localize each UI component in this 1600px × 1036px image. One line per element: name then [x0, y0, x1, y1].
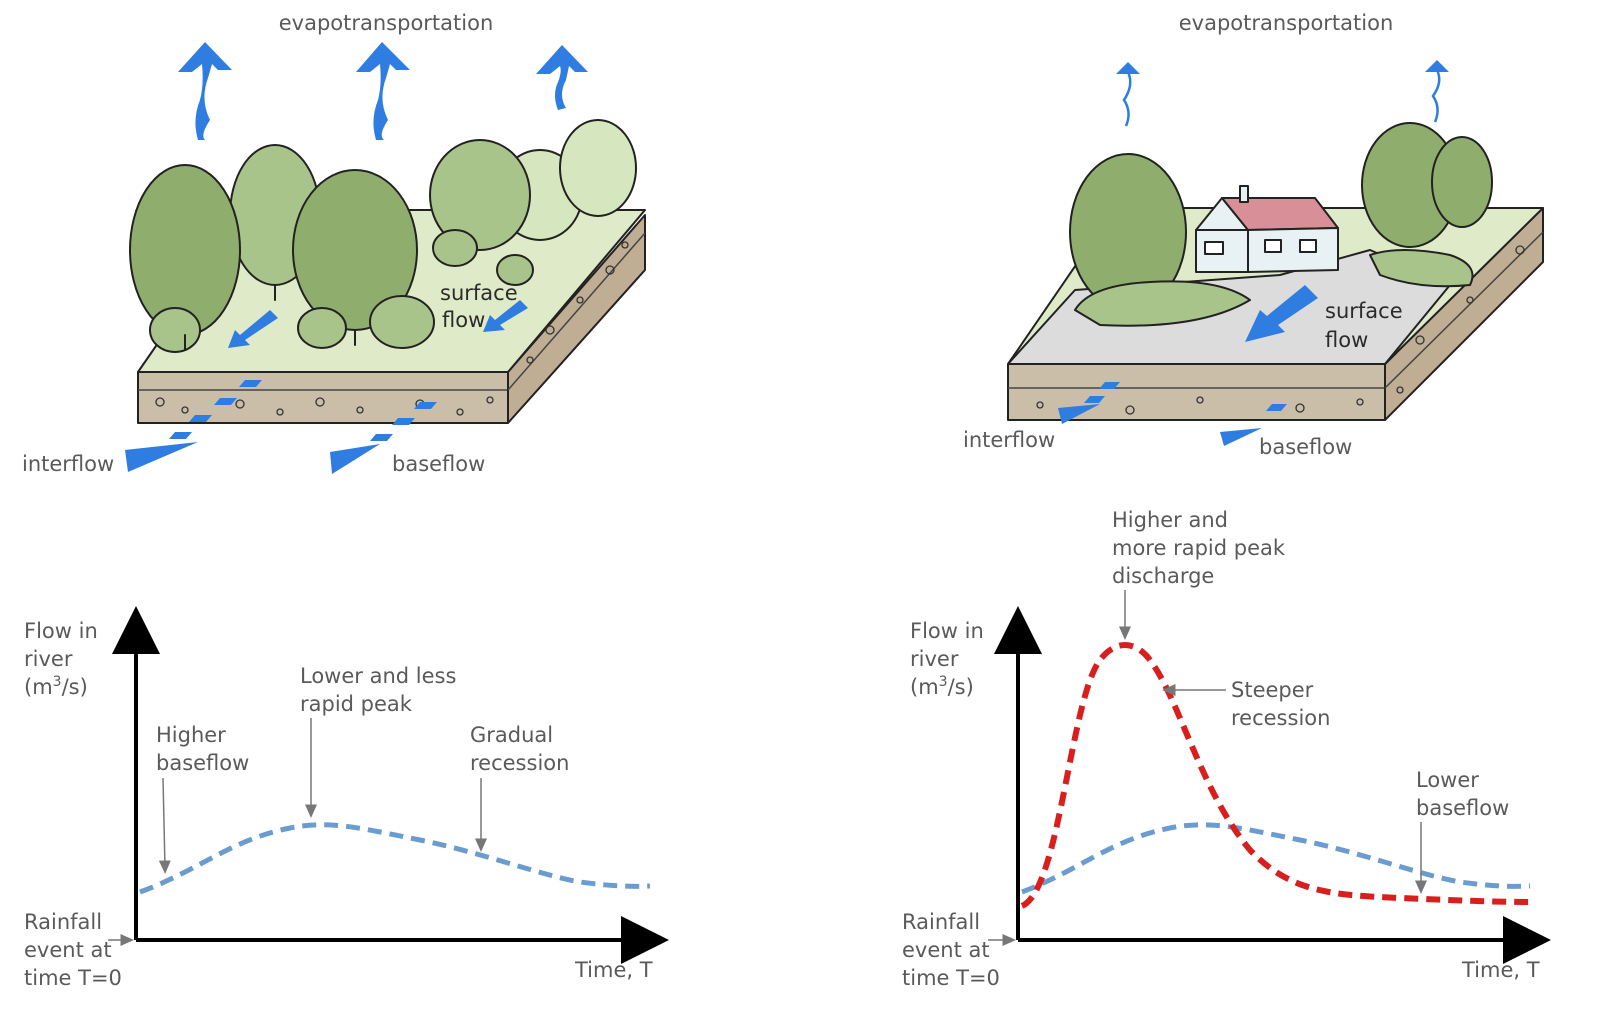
urban-subsurface-arrows — [1058, 382, 1287, 446]
right-ann-baseflow-2: baseflow — [1416, 796, 1509, 820]
right-ann-peak-3: discharge — [1112, 564, 1214, 588]
right-x-label: Time, T — [1461, 958, 1540, 982]
right-ann-peak-2: more rapid peak — [1112, 536, 1286, 560]
right-hydrograph: Flow in river (m3/s) Time, T Rainfall ev… — [902, 508, 1551, 990]
left-forest-curve — [139, 822, 651, 895]
forest-evapo-arrows — [178, 42, 588, 140]
left-y-label-2: river — [24, 647, 73, 671]
right-rain-1: Rainfall — [902, 910, 980, 934]
left-ann-peak-1: Lower and less — [300, 664, 456, 688]
left-rain-1: Rainfall — [24, 910, 102, 934]
urban-trees — [1069, 122, 1493, 327]
forest-surface-flow-label-2: flow — [442, 308, 485, 332]
right-ann-recession-1: Steeper — [1231, 678, 1314, 702]
urban-baseflow-label: baseflow — [1259, 435, 1352, 459]
right-y-label-1: Flow in — [910, 619, 984, 643]
forest-trees — [129, 119, 637, 353]
left-rain-3: time T=0 — [24, 966, 122, 990]
house — [1195, 185, 1339, 273]
left-y-label-1: Flow in — [24, 619, 98, 643]
right-rain-2: event at — [902, 938, 990, 962]
right-rain-3: time T=0 — [902, 966, 1000, 990]
left-ann-recession-1: Gradual — [470, 723, 553, 747]
forest-surface-flow-arrows — [228, 300, 528, 348]
right-ann-recession-2: recession — [1231, 706, 1330, 730]
forest-surface-flow-label-1: surface — [440, 281, 518, 305]
left-rain-2: event at — [24, 938, 112, 962]
forest-evapo-label: evapotransportation — [279, 11, 494, 35]
right-y-label-unit: (m3/s) — [910, 674, 974, 699]
urban-surface-flow-label-2: flow — [1325, 328, 1368, 352]
forest-interflow-label: interflow — [22, 452, 114, 476]
left-ann-peak-2: rapid peak — [300, 692, 413, 716]
right-y-label-2: river — [910, 647, 959, 671]
right-forest-curve — [1021, 822, 1531, 895]
urban-surface-flow-arrow — [1245, 285, 1318, 342]
left-ann-baseflow-2: baseflow — [156, 751, 249, 775]
urban-evapo-arrows — [1116, 60, 1449, 127]
urban-landscape: evapotransportation surface flow interfl… — [963, 11, 1544, 459]
right-ann-baseflow-1: Lower — [1416, 768, 1479, 792]
urban-surface-flow-label-1: surface — [1325, 299, 1403, 323]
forest-baseflow-label: baseflow — [392, 452, 485, 476]
right-ann-peak-1: Higher and — [1112, 508, 1228, 532]
urban-evapo-label: evapotransportation — [1179, 11, 1394, 35]
urban-interflow-label: interflow — [963, 428, 1055, 452]
left-hydrograph: Flow in river (m3/s) Time, T Rainfall ev… — [24, 606, 669, 990]
left-ann-recession-2: recession — [470, 751, 569, 775]
left-ann-baseflow-1: Higher — [156, 723, 226, 747]
left-y-label-unit: (m3/s) — [24, 674, 88, 699]
right-urban-curve — [1020, 642, 1531, 909]
forest-subsurface-arrows — [125, 380, 437, 474]
left-x-label: Time, T — [574, 958, 653, 982]
forest-landscape: evapotransportation surface flow interfl… — [22, 11, 646, 476]
